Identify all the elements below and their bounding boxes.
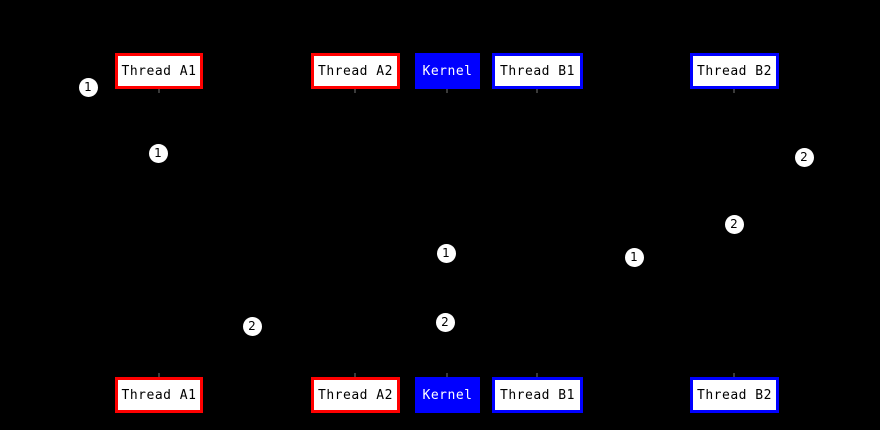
participant-label: Thread B2 — [697, 387, 772, 403]
sequence-badge-1: 1 — [436, 243, 456, 263]
lifeline-stub-thread-b2-header — [733, 89, 735, 93]
lifeline-thread-a2 — [355, 89, 356, 377]
sequence-badge-2: 2 — [724, 214, 744, 234]
lifeline-stub-thread-b2-footer — [733, 373, 735, 377]
sequence-badge-1: 1 — [78, 77, 98, 97]
participant-label: Thread A1 — [121, 387, 197, 403]
sequence-badge-2: 2 — [794, 147, 814, 167]
participant-box-thread-b2-footer: Thread B2 — [690, 377, 779, 413]
participant-box-kernel-header: Kernel — [415, 53, 480, 89]
lifeline-stub-thread-a2-header — [354, 89, 356, 93]
participant-label: Thread B1 — [500, 387, 575, 403]
participant-label: Thread B2 — [697, 63, 772, 79]
participant-box-thread-a2-header: Thread A2 — [311, 53, 400, 89]
lifeline-thread-a1 — [159, 89, 160, 377]
participant-label: Thread A2 — [318, 387, 393, 403]
participant-label: Kernel — [422, 63, 473, 79]
lifeline-stub-thread-b1-footer — [536, 373, 538, 377]
lifeline-stub-thread-a2-footer — [354, 373, 356, 377]
participant-box-thread-a1-header: Thread A1 — [115, 53, 203, 89]
participant-box-kernel-footer: Kernel — [415, 377, 480, 413]
sequence-badge-1: 1 — [624, 247, 644, 267]
lifeline-stub-kernel-footer — [446, 373, 448, 377]
participant-label: Thread A2 — [318, 63, 393, 79]
participant-box-thread-b1-header: Thread B1 — [492, 53, 583, 89]
participant-label: Thread A1 — [121, 63, 197, 79]
participant-box-thread-a1-footer: Thread A1 — [115, 377, 203, 413]
lifeline-thread-b1 — [537, 89, 538, 377]
sequence-badge-1: 1 — [148, 143, 168, 163]
lifeline-stub-thread-b1-header — [536, 89, 538, 93]
participant-box-thread-b1-footer: Thread B1 — [492, 377, 583, 413]
lifeline-kernel — [447, 89, 448, 377]
participant-label: Thread B1 — [500, 63, 575, 79]
lifeline-stub-thread-a1-footer — [158, 373, 160, 377]
sequence-badge-2: 2 — [435, 312, 455, 332]
participant-label: Kernel — [422, 387, 473, 403]
lifeline-stub-kernel-header — [446, 89, 448, 93]
lifeline-stub-thread-a1-header — [158, 89, 160, 93]
participant-box-thread-a2-footer: Thread A2 — [311, 377, 400, 413]
participant-box-thread-b2-header: Thread B2 — [690, 53, 779, 89]
sequence-badge-2: 2 — [242, 316, 262, 336]
